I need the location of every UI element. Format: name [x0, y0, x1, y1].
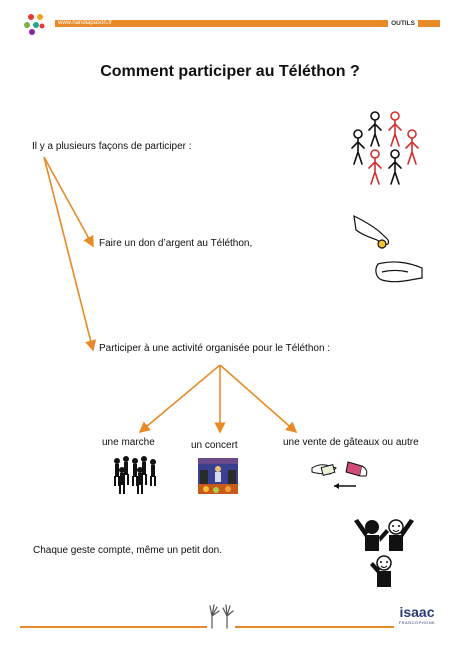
celebrating-people-icon	[354, 519, 414, 587]
group-of-people-icon	[351, 111, 419, 185]
coin-in-hand-icon	[353, 214, 423, 283]
activity-walk: une marche	[102, 437, 155, 448]
header-tag: OUTILS	[388, 17, 418, 30]
header-url[interactable]: www.handiapason.fr	[58, 20, 113, 26]
walking-crowd-icon	[114, 456, 156, 494]
sign-language-hands-icon	[207, 602, 235, 630]
intro-text: Il y a plusieurs façons de participer :	[32, 141, 192, 152]
closing-text: Chaque geste compte, même un petit don.	[33, 545, 223, 556]
header-bar	[55, 20, 440, 27]
logo-subtext: FRANCOPHONE	[398, 620, 436, 625]
cake-sale-icon	[311, 461, 368, 489]
activity-sale: une vente de gâteaux ou autre	[283, 437, 419, 448]
option-activity: Participer à une activité organisée pour…	[99, 343, 331, 354]
activity-concert: un concert	[191, 440, 238, 451]
logo-text: isaac	[399, 604, 435, 620]
footer-logo: isaac FRANCOPHONE	[394, 604, 440, 634]
option-donation: Faire un don d’argent au Téléthon,	[99, 238, 253, 249]
page-title: Comment participer au Téléthon ?	[100, 63, 360, 80]
app-logo-icon	[24, 14, 45, 35]
concert-stage-icon	[198, 458, 238, 494]
